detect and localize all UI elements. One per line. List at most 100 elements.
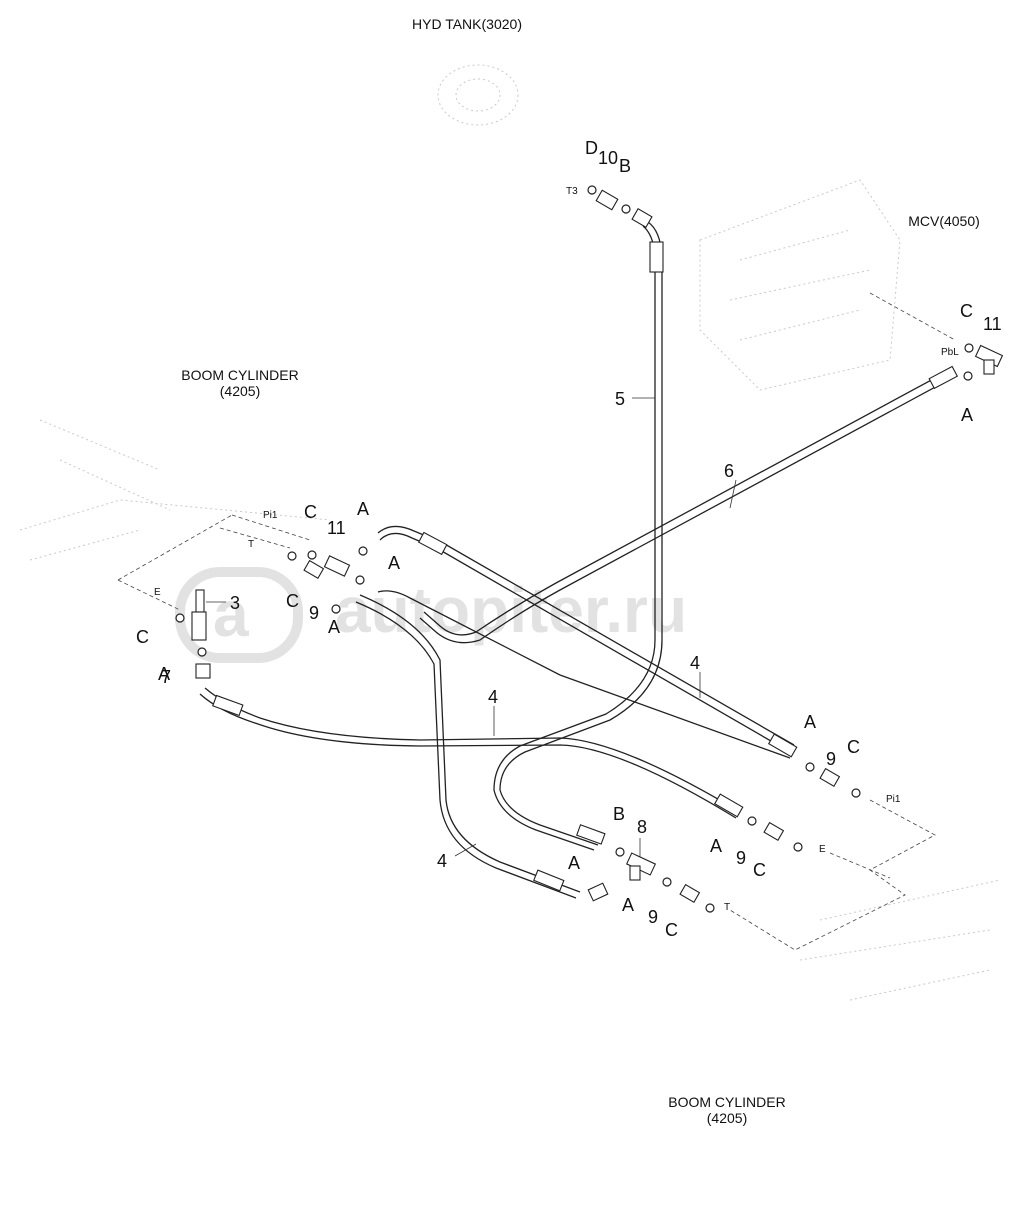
part-number-4-lower: 4 (437, 851, 447, 871)
letter-c-l3: C (136, 627, 149, 647)
oring-a-l2 (355, 575, 365, 585)
label-mcv: MCV(4050) (908, 213, 980, 229)
hose-4-top-crimp (417, 531, 448, 556)
oring-a-r3 (662, 877, 672, 887)
adapter-9-left (303, 559, 325, 579)
part-number-9-r1: 9 (826, 749, 836, 769)
oring-a-l1 (358, 546, 368, 556)
hose-4-top-crimp-end (767, 733, 798, 758)
letter-c-l1: C (304, 502, 317, 522)
oring-c-r4 (705, 903, 715, 913)
oring-b-top (621, 204, 631, 214)
left-fittings (175, 546, 368, 679)
letter-a-l4: A (158, 664, 170, 684)
label-boom-cylinder-left-code: (4205) (220, 383, 260, 399)
letter-a-r4: A (622, 895, 634, 915)
port-e-left: E (154, 587, 161, 598)
hose-4-lower-crimp (533, 869, 565, 892)
hose-5 (493, 221, 664, 851)
letter-c-l2: C (286, 591, 299, 611)
letter-a-r3: A (568, 853, 580, 873)
part-number-9-left: 9 (309, 603, 319, 623)
watermark: a autopiter.ru (175, 567, 687, 663)
adapter-9-r4 (679, 883, 701, 903)
oring-c-l3 (175, 613, 185, 623)
label-boom-cylinder-bottom: BOOM CYLINDER (668, 1094, 785, 1110)
oring-a-mcv (963, 371, 973, 381)
oring-c-r2 (793, 842, 803, 852)
part-number-7: 7 (161, 667, 171, 687)
part-number-8: 8 (637, 817, 647, 837)
label-hyd-tank: HYD TANK(3020) (412, 16, 522, 32)
port-pi1-left: Pi1 (263, 510, 278, 521)
adapter-10 (595, 189, 619, 211)
part-number-10: 10 (598, 148, 618, 168)
adapter-9-r2 (763, 821, 785, 841)
letter-a-r1: A (804, 712, 816, 732)
right-fittings (587, 762, 861, 913)
letter-a-l2: A (388, 553, 400, 573)
tee-11-mcv-branch (983, 359, 995, 375)
letter-a-mcv: A (961, 405, 973, 425)
port-pbl: PbL (941, 347, 959, 358)
oring-c-l1b (307, 550, 317, 560)
port-e-right: E (819, 844, 826, 855)
hose-4-middle (199, 687, 744, 819)
letter-b-top: B (619, 156, 631, 176)
letter-d-top: D (585, 138, 598, 158)
part-number-9-r2: 9 (736, 848, 746, 868)
hose-4-lower-end (587, 882, 609, 902)
hose-4-middle-crimp-right (713, 793, 744, 818)
oring-d-top (587, 185, 597, 195)
port-t-right: T (724, 902, 730, 913)
hose-4-lower (355, 594, 581, 899)
letter-c-r2: C (753, 860, 766, 880)
part-number-4-top: 4 (690, 653, 700, 673)
oring-c-mcv (964, 343, 974, 353)
hose-5-end-top (631, 208, 653, 228)
hose-4-left-end (195, 663, 211, 679)
letter-a-l3: A (328, 617, 340, 637)
tee-7 (191, 611, 207, 641)
part-number-9-r4: 9 (648, 907, 658, 927)
adapter-3 (195, 589, 205, 613)
oring-a-l3 (331, 604, 341, 614)
hose-5-crimp-top (649, 241, 664, 273)
tee-11-left (323, 555, 351, 577)
letter-b-r3: B (613, 804, 625, 824)
oring-a-r2 (747, 816, 757, 826)
port-pi1-right: Pi1 (886, 794, 901, 805)
label-boom-cylinder-left: BOOM CYLINDER (181, 367, 298, 383)
letter-a-l1: A (357, 499, 369, 519)
letter-c-mcv: C (960, 301, 973, 321)
part-number-3: 3 (230, 593, 240, 613)
hose-4-middle-crimp-left (212, 694, 244, 717)
label-boom-cylinder-bottom-code: (4205) (707, 1110, 747, 1126)
hose-6-crimp (928, 365, 959, 390)
port-t3: T3 (566, 186, 578, 197)
background-component-outlines (19, 64, 1001, 1001)
adapter-9-r1 (819, 767, 841, 787)
part-number-11-mcv: 11 (983, 314, 1002, 334)
port-t-left: T (248, 539, 254, 550)
oring-b-r3 (615, 847, 625, 857)
tee-8-branch (629, 865, 641, 881)
oring-c-l1 (287, 551, 297, 561)
hose-4-top (377, 525, 798, 758)
letter-c-r1: C (847, 737, 860, 757)
hose-5-crimp-bottom (576, 824, 606, 845)
letter-c-r4: C (665, 920, 678, 940)
part-number-6: 6 (724, 461, 734, 481)
tank-fittings (587, 185, 653, 228)
watermark-logo-letter: a (213, 578, 249, 650)
mcv-fittings (963, 343, 1004, 381)
oring-a-l4 (197, 647, 207, 657)
part-number-5: 5 (615, 389, 625, 409)
leader-lines (206, 397, 737, 858)
oring-a-r1 (805, 762, 815, 772)
part-number-4-middle: 4 (488, 687, 498, 707)
hose-4-upper-link (377, 590, 791, 759)
port-boundary-lines (117, 292, 956, 951)
part-number-11-left: 11 (327, 518, 346, 538)
